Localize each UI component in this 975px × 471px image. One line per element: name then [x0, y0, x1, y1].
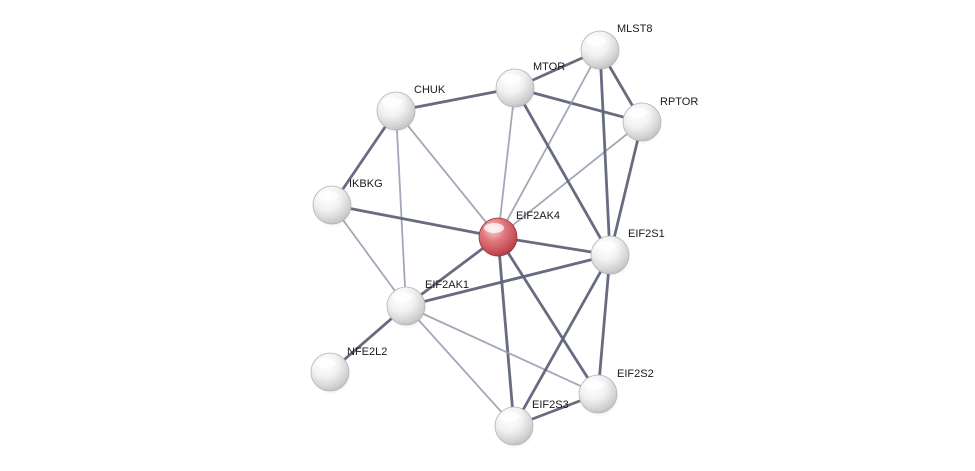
node-ikbkg[interactable]: IKBKG	[312, 178, 383, 228]
edge-chuk-eif2ak4	[395, 110, 499, 238]
node-chuk[interactable]: CHUK	[376, 84, 446, 134]
node-label: IKBKG	[349, 178, 383, 190]
edge-mtor-rptor	[513, 86, 644, 124]
node-highlight	[500, 412, 520, 422]
edge-mtor-chuk	[394, 86, 517, 113]
node-highlight	[501, 74, 521, 84]
node-eif2ak1[interactable]: EIF2AK1	[386, 279, 469, 329]
node-mlst8[interactable]: MLST8	[580, 23, 652, 73]
node-highlight	[318, 191, 338, 201]
edge-ikbkg-eif2ak4	[330, 203, 500, 239]
node-highlight	[316, 358, 336, 368]
edge-mlst8-eif2s1	[598, 48, 612, 257]
node-label: NFE2L2	[347, 346, 387, 358]
edge-mtor-eif2ak4	[497, 87, 516, 238]
edge-mlst8-eif2ak4	[497, 49, 601, 238]
node-label: RPTOR	[660, 96, 698, 108]
edge-eif2ak1-eif2s2	[405, 305, 599, 395]
node-highlight	[628, 108, 648, 118]
node-highlight	[484, 223, 504, 233]
node-highlight	[382, 97, 402, 107]
node-label: CHUK	[414, 84, 446, 96]
node-label: EIF2S1	[628, 228, 665, 240]
node-nfe2l2[interactable]: NFE2L2	[310, 346, 387, 395]
node-label: MTOR	[533, 61, 565, 73]
node-eif2s3[interactable]: EIF2S3	[494, 399, 569, 449]
edge-eif2ak4-eif2s2	[496, 235, 600, 396]
node-highlight	[392, 292, 412, 302]
edge-eif2ak1-eif2s3	[405, 305, 515, 427]
edge-chuk-eif2ak1	[395, 110, 407, 307]
edge-rptor-eif2s1	[608, 120, 644, 257]
node-mtor[interactable]: MTOR	[495, 61, 565, 111]
node-label: MLST8	[617, 23, 652, 35]
edge-eif2ak1-eif2s1	[404, 253, 612, 308]
node-label: EIF2S3	[532, 399, 569, 411]
edge-eif2s1-eif2s3	[512, 253, 612, 428]
node-label: EIF2S2	[617, 368, 654, 380]
node-eif2ak4[interactable]: EIF2AK4	[478, 210, 560, 260]
node-label: EIF2AK4	[516, 210, 560, 222]
node-eif2s1[interactable]: EIF2S1	[590, 228, 665, 278]
node-highlight	[584, 380, 604, 390]
node-rptor[interactable]: RPTOR	[622, 96, 698, 145]
node-eif2s2[interactable]: EIF2S2	[578, 368, 654, 417]
node-label: EIF2AK1	[425, 279, 469, 291]
edge-eif2ak4-eif2s3	[496, 235, 516, 428]
edge-mtor-eif2s1	[513, 86, 612, 257]
node-highlight	[596, 241, 616, 251]
edges-layer	[328, 48, 644, 428]
node-highlight	[586, 36, 606, 46]
edge-eif2s1-eif2s2	[596, 253, 612, 396]
edge-rptor-eif2ak4	[497, 121, 643, 238]
